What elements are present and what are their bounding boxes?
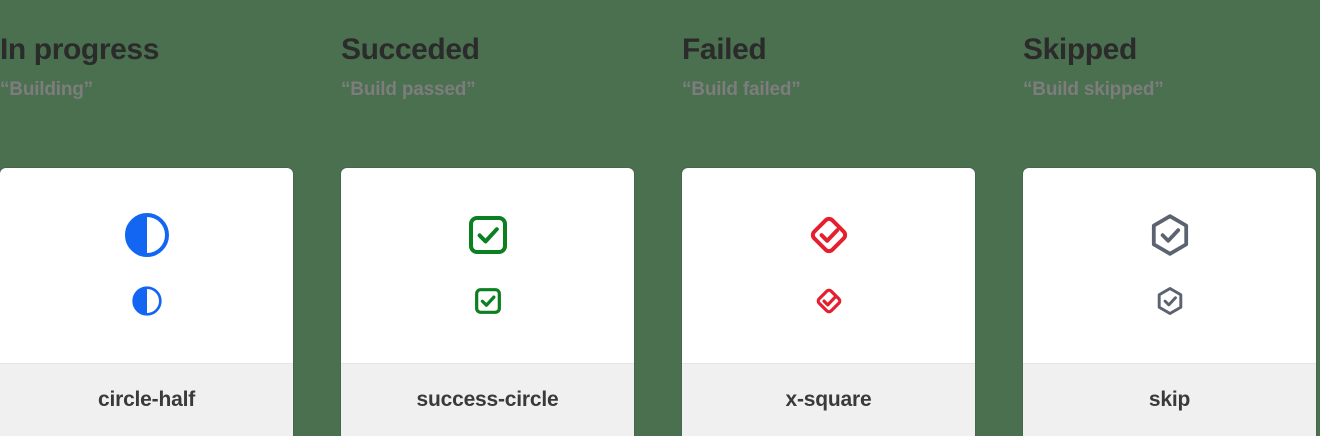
x-square-icon	[810, 216, 847, 253]
icon-card-circle-half[interactable]: circle-half	[0, 168, 293, 436]
icon-preview-area	[1023, 168, 1316, 363]
success-circle-icon-small	[474, 287, 501, 314]
icon-name-label: circle-half	[97, 388, 195, 411]
column-title: Failed	[682, 33, 767, 66]
column-header: Failed “Build failed”	[682, 0, 975, 99]
column-subtitle: “Build failed”	[682, 78, 801, 100]
icon-name-label: skip	[1148, 388, 1191, 411]
column-title: Skipped	[1023, 33, 1137, 66]
icon-preview-area	[682, 168, 975, 363]
column-header: Skipped “Build skipped”	[1023, 0, 1316, 99]
icon-card-skip[interactable]: skip	[1023, 168, 1316, 436]
icon-preview-area	[0, 168, 293, 363]
status-column-succeded: Succeded “Build passed” success-circle	[341, 0, 634, 436]
status-column-failed: Failed “Build failed” x-square	[682, 0, 975, 436]
icon-card-footer: circle-half	[0, 363, 293, 436]
icon-name-label: success-circle	[416, 388, 559, 411]
icon-card-footer: x-square	[682, 363, 975, 436]
column-subtitle: “Build passed”	[341, 78, 476, 100]
skip-icon-small	[1157, 286, 1182, 315]
column-subtitle: “Building”	[0, 78, 93, 100]
column-title: In progress	[0, 33, 159, 66]
icon-card-success-circle[interactable]: success-circle	[341, 168, 634, 436]
column-title: Succeded	[341, 33, 480, 66]
icon-name-label: x-square	[785, 388, 872, 411]
status-column-skipped: Skipped “Build skipped” skip	[1023, 0, 1316, 436]
circle-half-icon	[124, 212, 169, 257]
circle-half-icon-small	[131, 285, 162, 316]
icon-card-footer: skip	[1023, 363, 1316, 436]
column-header: In progress “Building”	[0, 0, 293, 99]
x-square-icon-small	[816, 288, 841, 313]
skip-icon	[1151, 213, 1188, 256]
column-header: Succeded “Build passed”	[341, 0, 634, 99]
column-subtitle: “Build skipped”	[1023, 78, 1164, 100]
status-column-in-progress: In progress “Building” circle-half	[0, 0, 293, 436]
icon-card-footer: success-circle	[341, 363, 634, 436]
success-circle-icon	[468, 215, 507, 254]
icon-card-x-square[interactable]: x-square	[682, 168, 975, 436]
icon-preview-area	[341, 168, 634, 363]
